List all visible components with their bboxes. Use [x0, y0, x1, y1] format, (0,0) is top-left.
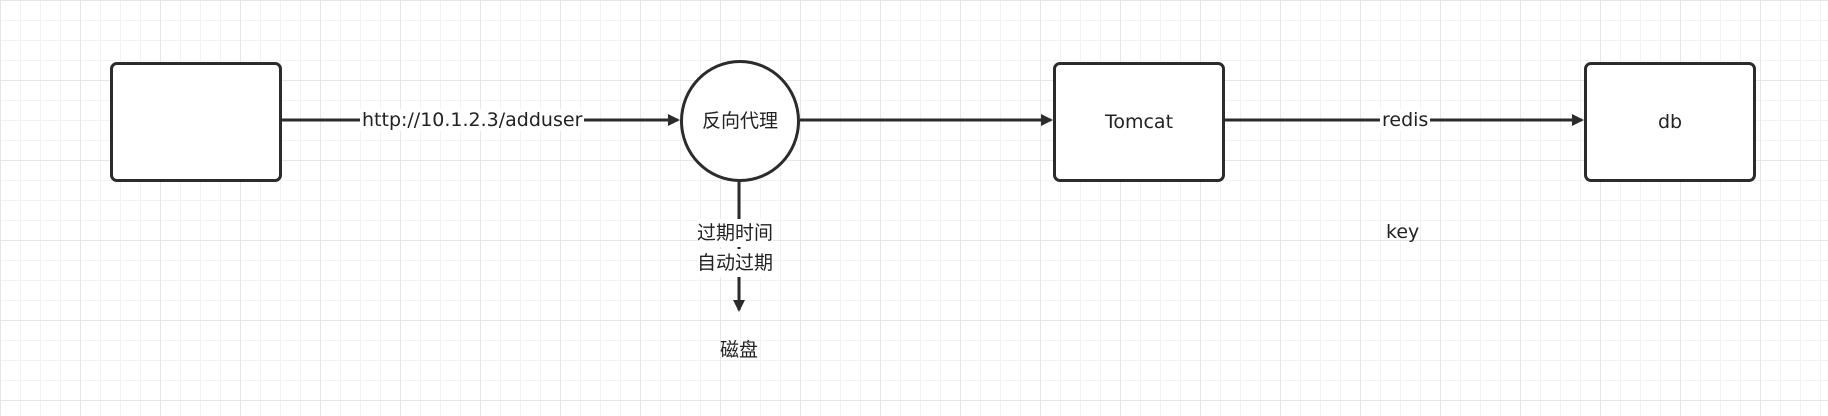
disk-label: 磁盘	[720, 339, 759, 361]
client-to-proxy-label: http://10.1.2.3/adduser	[360, 109, 585, 131]
reverse-proxy-node[interactable]: 反向代理	[680, 60, 800, 182]
db-label: db	[1657, 111, 1683, 133]
client-node[interactable]	[110, 62, 282, 182]
tomcat-to-db-label: redis	[1380, 109, 1431, 131]
db-node[interactable]: db	[1584, 62, 1756, 182]
tomcat-label: Tomcat	[1104, 111, 1174, 133]
expiry-label-line2: 自动过期	[697, 249, 774, 277]
expiry-label-line1: 过期时间	[697, 219, 774, 247]
key-label: key	[1386, 221, 1420, 243]
reverse-proxy-label: 反向代理	[701, 110, 778, 132]
tomcat-node[interactable]: Tomcat	[1053, 62, 1225, 182]
